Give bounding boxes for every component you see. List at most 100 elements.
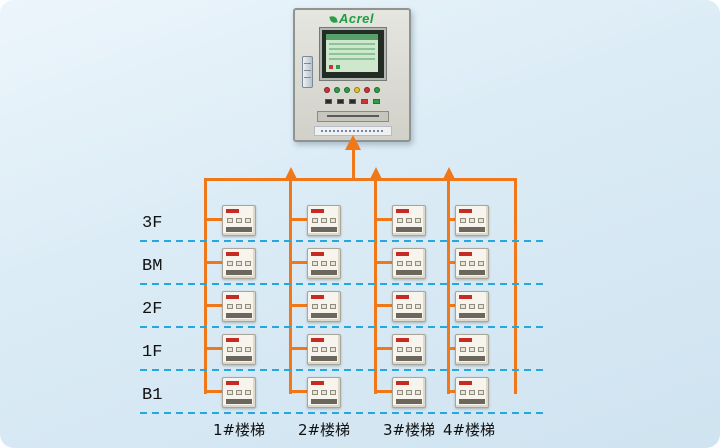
device-stub (450, 347, 455, 350)
floor-label-1f: 1F (142, 343, 163, 362)
monitoring-cabinet: Acrel (293, 8, 411, 142)
floor-dashed-line-b1 (140, 412, 548, 414)
device-terminal-band (311, 313, 337, 318)
device-box (392, 334, 426, 365)
device-stub (377, 390, 392, 393)
bus-arrow-4 (443, 167, 455, 179)
device-stub (377, 218, 392, 221)
status-led (364, 87, 370, 93)
floor-dashed-line-3f (140, 240, 548, 242)
device-indicator-row (312, 347, 336, 352)
device-brand-mark (226, 209, 239, 213)
device-indicator-row (227, 304, 251, 309)
status-led (374, 87, 380, 93)
device-stub (207, 218, 222, 221)
device-indicator-row (227, 218, 251, 223)
device-terminal-band (311, 227, 337, 232)
device-brand-mark (311, 252, 324, 256)
device-indicator-row (397, 261, 421, 266)
device-stub (450, 261, 455, 264)
device-brand-mark (226, 295, 239, 299)
device-box (455, 291, 489, 322)
status-led (324, 87, 330, 93)
device-box (455, 377, 489, 408)
device-indicator-row (227, 347, 251, 352)
screen-text-line (329, 53, 375, 55)
device-brand-mark (459, 209, 472, 213)
device-indicator-row (312, 304, 336, 309)
device-indicator-row (312, 390, 336, 395)
device-stub (292, 347, 307, 350)
device-stub (450, 390, 455, 393)
right-loop-line (514, 178, 517, 394)
device-box (455, 334, 489, 365)
device-terminal-band (311, 356, 337, 361)
device-stub (207, 390, 222, 393)
device-terminal-band (226, 356, 252, 361)
device-box (455, 248, 489, 279)
device-box (307, 334, 341, 365)
device-box (307, 291, 341, 322)
panel-button (360, 99, 368, 104)
device-indicator-row (460, 261, 484, 266)
device-terminal-band (459, 399, 485, 404)
device-indicator-row (227, 390, 251, 395)
device-terminal-band (459, 270, 485, 275)
stair-label-2: 2#楼梯 (297, 421, 351, 439)
device-box (392, 377, 426, 408)
device-brand-mark (459, 252, 472, 256)
device-box (222, 291, 256, 322)
screen-display (326, 34, 378, 72)
device-indicator-row (460, 347, 484, 352)
device-brand-mark (459, 338, 472, 342)
device-stub (450, 218, 455, 221)
device-stub (207, 261, 222, 264)
device-terminal-band (396, 313, 422, 318)
bus-line-2 (289, 178, 292, 394)
floor-label-bm: BM (142, 257, 163, 276)
device-brand-mark (311, 338, 324, 342)
device-terminal-band (459, 227, 485, 232)
device-stub (377, 304, 392, 307)
device-box (307, 248, 341, 279)
floor-label-2f: 2F (142, 300, 163, 319)
device-box (392, 205, 426, 236)
screen-text-line (329, 58, 375, 60)
stair-label-1: 1#楼梯 (212, 421, 266, 439)
stair-label-4: 4#楼梯 (442, 421, 496, 439)
bus-arrow-2 (285, 167, 297, 179)
device-stub (292, 218, 307, 221)
screen-alarm-pixel (329, 65, 333, 69)
device-terminal-band (311, 399, 337, 404)
device-stub (292, 390, 307, 393)
status-led (354, 87, 360, 93)
device-stub (292, 304, 307, 307)
device-indicator-row (397, 304, 421, 309)
device-brand-mark (226, 338, 239, 342)
bus-line-1 (204, 178, 207, 394)
screen-bezel (322, 30, 384, 78)
device-terminal-band (311, 270, 337, 275)
device-terminal-band (396, 270, 422, 275)
device-indicator-row (312, 218, 336, 223)
floor-label-3f: 3F (142, 214, 163, 233)
device-box (222, 377, 256, 408)
panel-button (372, 99, 380, 104)
device-brand-mark (396, 338, 409, 342)
device-stub (207, 347, 222, 350)
device-brand-mark (459, 295, 472, 299)
device-box (455, 205, 489, 236)
screen-text-line (329, 43, 375, 45)
status-led (334, 87, 340, 93)
device-terminal-band (226, 227, 252, 232)
panel-button (324, 99, 332, 104)
device-indicator-row (460, 218, 484, 223)
bus-arrow-3 (370, 167, 382, 179)
device-brand-mark (226, 252, 239, 256)
device-indicator-row (460, 390, 484, 395)
device-indicator-row (397, 218, 421, 223)
device-terminal-band (226, 270, 252, 275)
device-terminal-band (459, 313, 485, 318)
panel-button (348, 99, 356, 104)
